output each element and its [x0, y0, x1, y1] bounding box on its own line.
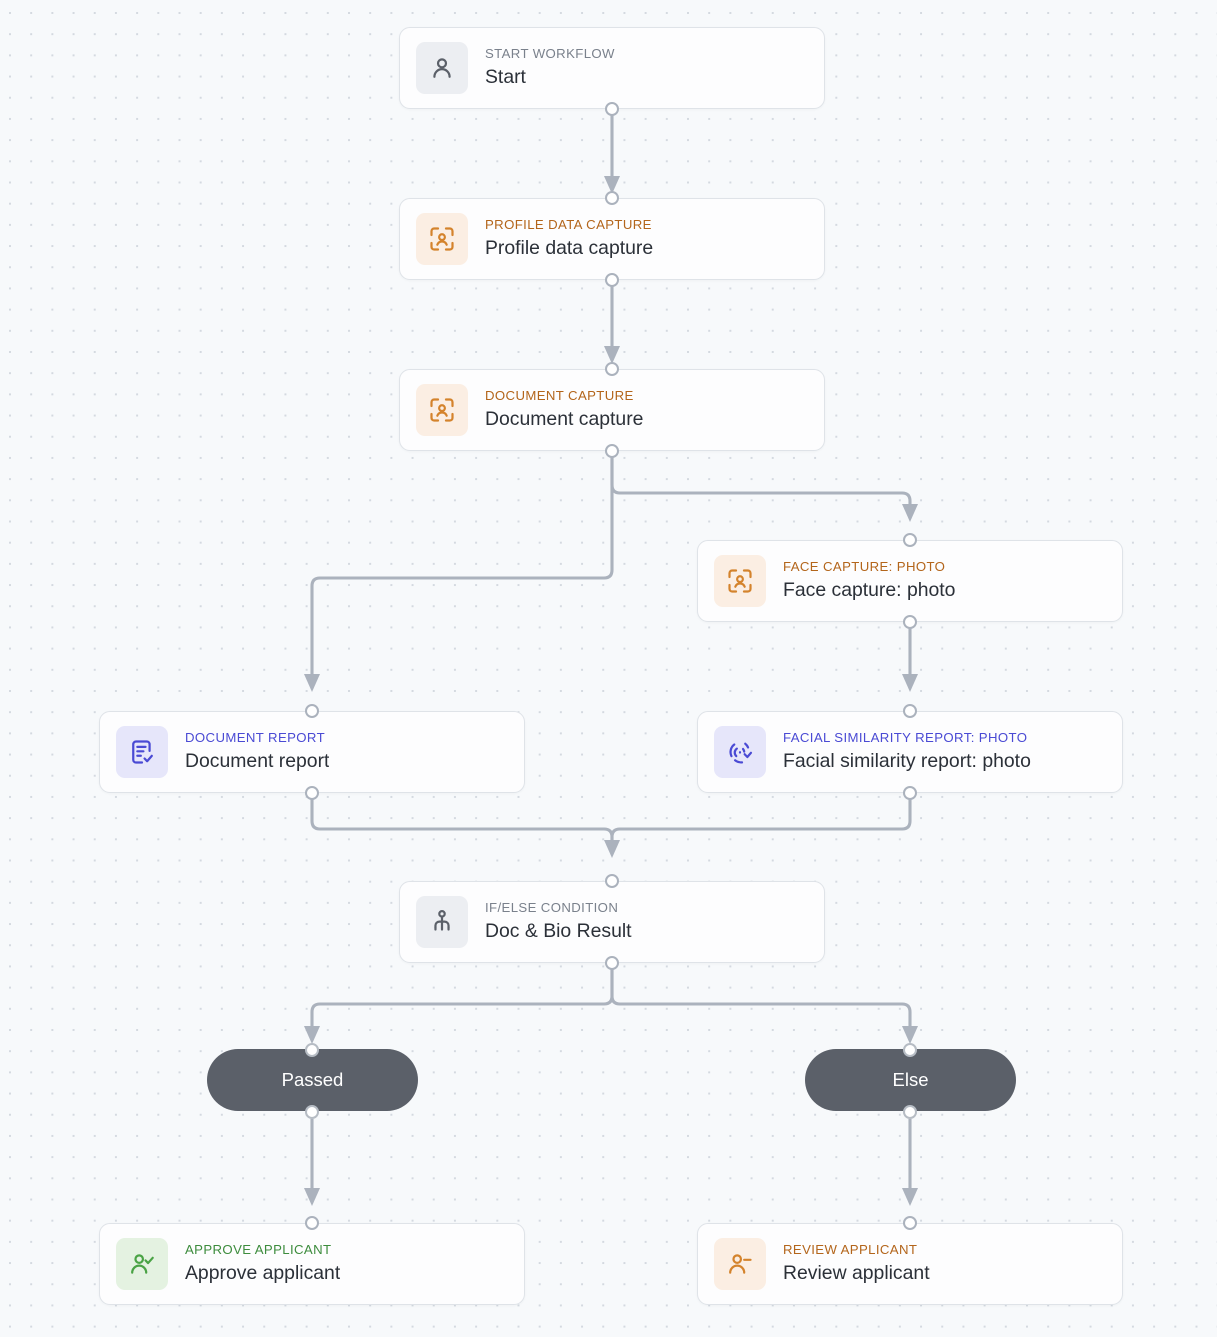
person-scan-icon: [416, 384, 468, 436]
port-facial-similarity-report-in[interactable]: [903, 704, 917, 718]
node-doc-bio-result[interactable]: IF/ELSE CONDITION Doc & Bio Result: [399, 881, 825, 963]
branch-pill-else[interactable]: Else: [805, 1049, 1016, 1111]
port-profile-data-capture-in[interactable]: [605, 191, 619, 205]
node-text: FACIAL SIMILARITY REPORT: PHOTO Facial s…: [783, 730, 1031, 774]
port-doc-bio-result-out[interactable]: [605, 956, 619, 970]
node-approve-applicant[interactable]: APPROVE APPLICANT Approve applicant: [99, 1223, 525, 1305]
node-review-applicant[interactable]: REVIEW APPLICANT Review applicant: [697, 1223, 1123, 1305]
node-title: Doc & Bio Result: [485, 919, 632, 942]
port-review-applicant-in[interactable]: [903, 1216, 917, 1230]
node-title: Approve applicant: [185, 1261, 341, 1284]
node-text: DOCUMENT REPORT Document report: [185, 730, 329, 774]
port-document-capture-out[interactable]: [605, 444, 619, 458]
port-doc-bio-result-in[interactable]: [605, 874, 619, 888]
node-kicker: DOCUMENT CAPTURE: [485, 387, 634, 403]
node-kicker: PROFILE DATA CAPTURE: [485, 216, 652, 232]
node-document-capture[interactable]: DOCUMENT CAPTURE Document capture: [399, 369, 825, 451]
port-profile-data-capture-out[interactable]: [605, 273, 619, 287]
branch-pill-label: Passed: [281, 1069, 344, 1090]
node-kicker: REVIEW APPLICANT: [783, 1241, 918, 1257]
node-face-capture-photo[interactable]: FACE CAPTURE: PHOTO Face capture: photo: [697, 540, 1123, 622]
node-text: REVIEW APPLICANT Review applicant: [783, 1242, 930, 1286]
node-kicker: IF/ELSE CONDITION: [485, 899, 619, 915]
node-title: Review applicant: [783, 1261, 930, 1284]
node-text: FACE CAPTURE: PHOTO Face capture: photo: [783, 559, 955, 603]
person-icon: [416, 42, 468, 94]
node-title: Face capture: photo: [783, 578, 956, 601]
person-check-icon: [116, 1238, 168, 1290]
node-title: Document capture: [485, 407, 644, 430]
node-text: START WORKFLOW Start: [485, 46, 615, 90]
node-kicker: APPROVE APPLICANT: [185, 1241, 332, 1257]
node-text: DOCUMENT CAPTURE Document capture: [485, 388, 643, 432]
port-document-report-out[interactable]: [305, 786, 319, 800]
node-facial-similarity-report-photo[interactable]: FACIAL SIMILARITY REPORT: PHOTO Facial s…: [697, 711, 1123, 793]
port-document-capture-in[interactable]: [605, 362, 619, 376]
port-facial-similarity-report-out[interactable]: [903, 786, 917, 800]
node-start[interactable]: START WORKFLOW Start: [399, 27, 825, 109]
node-title: Start: [485, 65, 526, 88]
person-scan-icon: [416, 213, 468, 265]
port-else-out[interactable]: [903, 1105, 917, 1119]
node-kicker: START WORKFLOW: [485, 45, 615, 61]
node-document-report[interactable]: DOCUMENT REPORT Document report: [99, 711, 525, 793]
person-scan-icon: [714, 555, 766, 607]
port-passed-out[interactable]: [305, 1105, 319, 1119]
node-kicker: FACE CAPTURE: PHOTO: [783, 558, 946, 574]
node-title: Profile data capture: [485, 236, 654, 259]
node-text: IF/ELSE CONDITION Doc & Bio Result: [485, 900, 632, 944]
node-text: APPROVE APPLICANT Approve applicant: [185, 1242, 340, 1286]
port-start-out[interactable]: [605, 102, 619, 116]
fingerprint-check-icon: [714, 726, 766, 778]
branch-pill-label: Else: [892, 1069, 929, 1090]
branch-icon: [416, 896, 468, 948]
branch-pill-passed[interactable]: Passed: [207, 1049, 418, 1111]
node-title: Facial similarity report: photo: [783, 749, 1031, 772]
node-profile-data-capture[interactable]: PROFILE DATA CAPTURE Profile data captur…: [399, 198, 825, 280]
node-kicker: FACIAL SIMILARITY REPORT: PHOTO: [783, 729, 1028, 745]
port-passed-in[interactable]: [305, 1043, 319, 1057]
node-text: PROFILE DATA CAPTURE Profile data captur…: [485, 217, 653, 261]
port-face-capture-out[interactable]: [903, 615, 917, 629]
document-check-icon: [116, 726, 168, 778]
port-face-capture-in[interactable]: [903, 533, 917, 547]
node-kicker: DOCUMENT REPORT: [185, 729, 326, 745]
port-approve-applicant-in[interactable]: [305, 1216, 319, 1230]
node-title: Document report: [185, 749, 330, 772]
person-minus-icon: [714, 1238, 766, 1290]
port-else-in[interactable]: [903, 1043, 917, 1057]
port-document-report-in[interactable]: [305, 704, 319, 718]
